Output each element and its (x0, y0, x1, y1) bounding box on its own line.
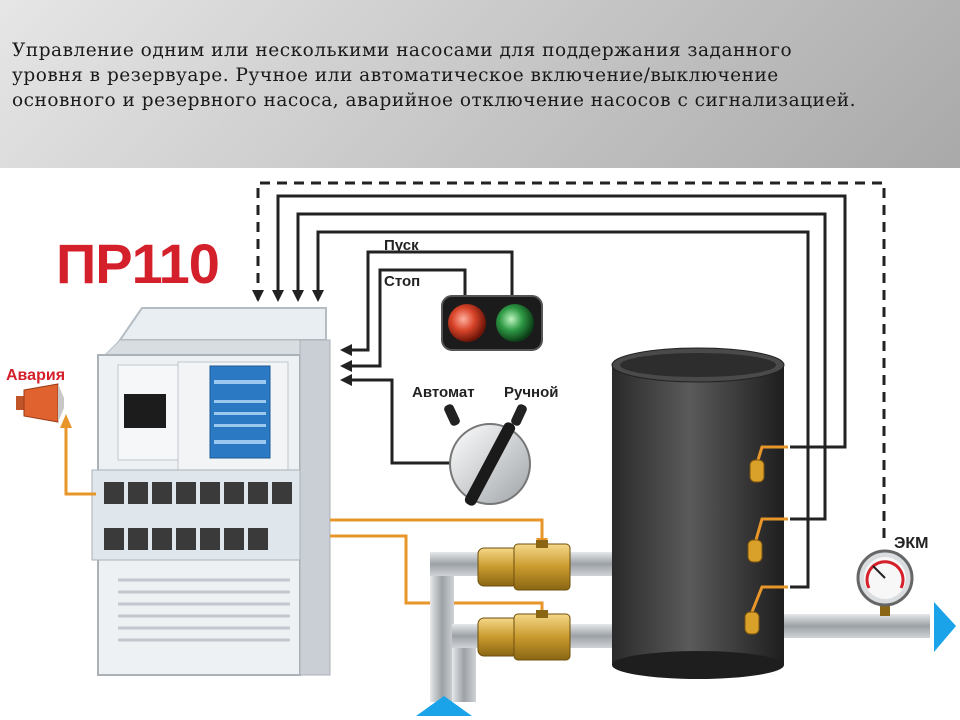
description-line-2: уровня в резервуаре. Ручное или автомати… (12, 65, 779, 86)
terminal-block (104, 482, 292, 550)
control-input-arrows (340, 344, 352, 386)
manual-mode-label: Ручной (504, 384, 559, 401)
outlet-flow-arrow (934, 602, 956, 652)
pressure-switch-label: ЭКМ (894, 535, 928, 552)
plc-device (91, 307, 331, 676)
stop-button-lamp[interactable] (448, 304, 486, 342)
alarm-label: Авария (6, 367, 65, 384)
pump-signal-lines (330, 518, 544, 612)
description-panel: Управление одним или несколькими насосам… (0, 0, 960, 168)
device-title: ПР110 (56, 232, 219, 295)
start-stop-lines (346, 250, 514, 465)
gauge-signal-line (256, 181, 886, 538)
mode-selector-switch[interactable] (443, 403, 531, 508)
description-text: Управление одним или несколькими насосам… (12, 38, 946, 113)
alarm-horn-icon (16, 383, 64, 423)
pump-control-diagram: Пуск Стоп Автомат Ручной ПР110 (6, 181, 956, 716)
reserve-pump (477, 610, 571, 661)
level-sensor-floats (744, 459, 765, 635)
description-line-3: основного и резервного насоса, аварийное… (12, 90, 857, 111)
start-label: Пуск (384, 237, 419, 254)
start-button-lamp[interactable] (496, 304, 534, 342)
stop-label: Стоп (384, 273, 420, 290)
device-vent-slots (118, 578, 290, 642)
inlet-flow-arrow (416, 696, 472, 716)
description-line-1: Управление одним или несколькими насосам… (12, 40, 793, 61)
auto-mode-label: Автомат (412, 384, 475, 401)
gauge-arrow (252, 290, 264, 302)
pressure-gauge-icon (856, 549, 914, 616)
start-stop-buttons[interactable] (441, 295, 543, 351)
main-pump (477, 540, 571, 591)
outlet-pipe (784, 614, 930, 638)
level-signal-lines (276, 194, 847, 589)
level-sensors (750, 445, 788, 613)
alarm-arrow (60, 414, 72, 428)
level-signal-arrows (272, 290, 324, 302)
selector-handle[interactable] (463, 421, 517, 508)
alarm-signal-line (64, 422, 96, 496)
